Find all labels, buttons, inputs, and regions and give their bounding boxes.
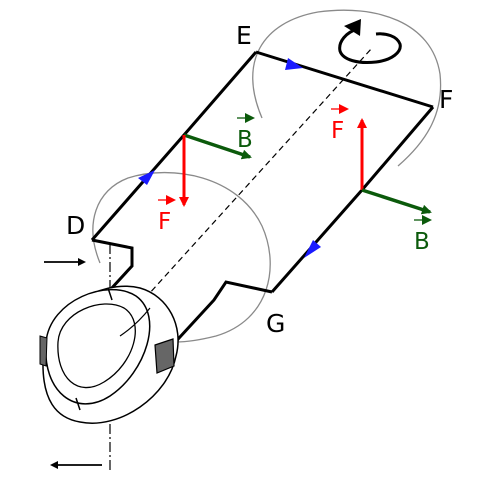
field-vector-upper — [183, 133, 252, 160]
commutator-split-bottom — [75, 397, 81, 411]
commutator-gap-right — [119, 307, 151, 337]
current-arrow-fg — [304, 240, 321, 258]
point-d-label: D — [66, 211, 85, 240]
field-vector-lower — [361, 188, 432, 215]
coil-side-ef — [255, 50, 434, 109]
force-lower-label: F — [158, 195, 176, 235]
lead-g — [166, 280, 273, 352]
point-f-label: F — [439, 85, 453, 114]
field-upper-label: B — [237, 113, 255, 153]
current-arrow-ef — [285, 58, 303, 70]
svg-text:B: B — [237, 127, 253, 153]
commutator — [42, 285, 179, 424]
force-upper-label: F — [331, 104, 349, 144]
commutator-split-top — [107, 287, 113, 301]
svg-text:F: F — [331, 118, 344, 144]
brush-right — [154, 338, 175, 374]
coil-side-fg — [270, 106, 435, 293]
coil-axis-line — [137, 47, 373, 307]
field-lower-label: B — [414, 215, 432, 255]
rotation-arc-bottom — [92, 171, 271, 343]
point-g-label: G — [266, 309, 285, 338]
commutator-inner-ring — [57, 303, 136, 389]
svg-text:B: B — [414, 229, 430, 255]
rotation-guide-arcs — [92, 9, 442, 343]
rotation-arc-top — [252, 9, 442, 167]
svg-text:F: F — [158, 209, 171, 235]
current-arrows — [138, 58, 321, 258]
current-arrow-de — [138, 170, 155, 185]
point-e-label: E — [236, 21, 252, 50]
curved-rotation-arrow-icon — [338, 19, 402, 64]
coil-side-de — [90, 51, 258, 241]
brush-left — [39, 335, 48, 367]
lead-d — [91, 238, 134, 292]
